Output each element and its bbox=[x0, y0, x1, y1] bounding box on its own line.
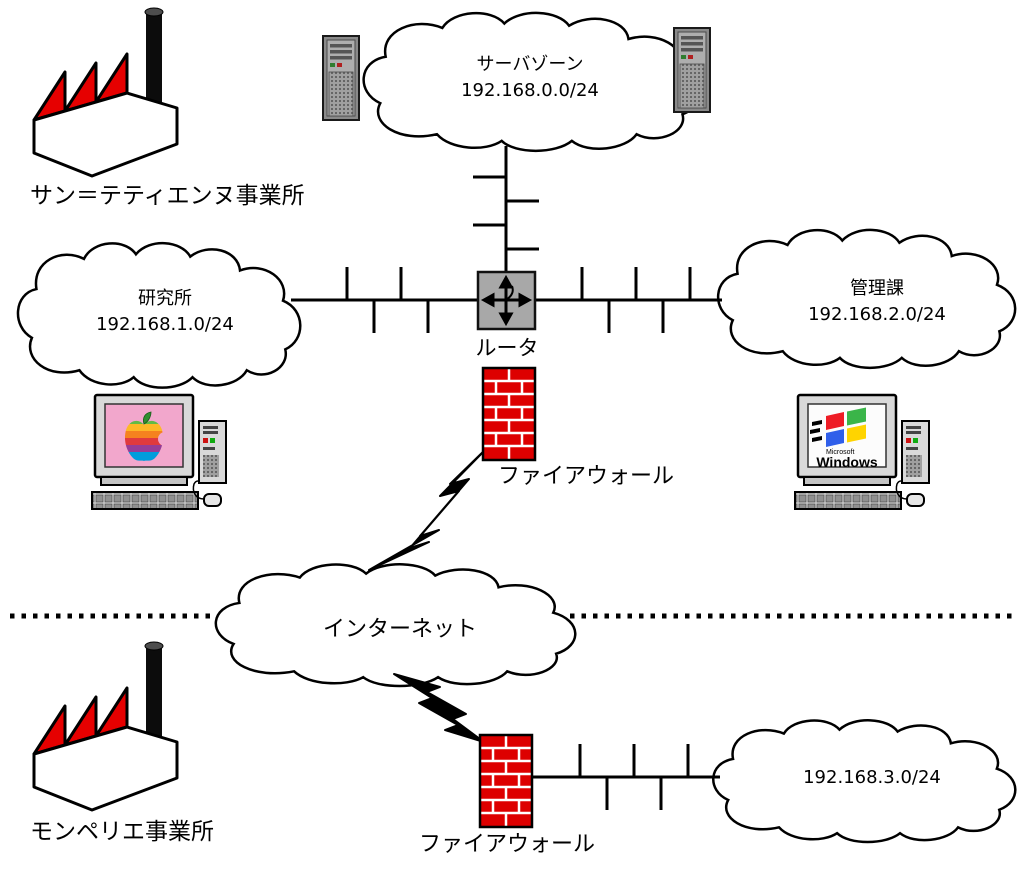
research-subnet-label: 192.168.1.0/24 bbox=[96, 314, 234, 335]
branch-subnet-label: 192.168.3.0/24 bbox=[803, 767, 941, 788]
windows-workstation-icon: Microsoft Windows bbox=[793, 393, 931, 511]
firewall-bottom-icon bbox=[478, 733, 534, 829]
admin-subnet-label: 192.168.2.0/24 bbox=[808, 304, 946, 325]
mac-workstation-icon bbox=[90, 393, 228, 511]
windows-brand-text: Windows bbox=[816, 454, 878, 470]
router-icon bbox=[476, 270, 537, 331]
firewall-top-icon bbox=[481, 366, 537, 462]
office-label-saint-etienne: サン＝テティエンヌ事業所 bbox=[30, 183, 305, 209]
office-label-montpellier: モンペリエ事業所 bbox=[30, 819, 214, 845]
research-name-label: 研究所 bbox=[138, 288, 192, 309]
windows-logo-icon: Microsoft Windows bbox=[810, 407, 878, 470]
server-tower-left-icon bbox=[322, 35, 360, 121]
apple-logo-icon bbox=[124, 411, 172, 461]
factory-saint-etienne-icon bbox=[32, 6, 179, 178]
server-zone-subnet-label: 192.168.0.0/24 bbox=[461, 80, 599, 101]
lightning-bolt-top-icon bbox=[368, 446, 489, 571]
router-label: ルータ bbox=[475, 336, 539, 360]
admin-name-label: 管理課 bbox=[850, 278, 904, 299]
microsoft-brand-text: Microsoft bbox=[826, 449, 854, 456]
factory-montpellier-icon bbox=[32, 640, 179, 812]
firewall-bottom-label: ファイアウォール bbox=[418, 832, 595, 857]
internet-label: インターネット bbox=[322, 617, 477, 642]
server-zone-name-label: サーバゾーン bbox=[476, 54, 584, 75]
firewall-top-label: ファイアウォール bbox=[498, 464, 675, 489]
